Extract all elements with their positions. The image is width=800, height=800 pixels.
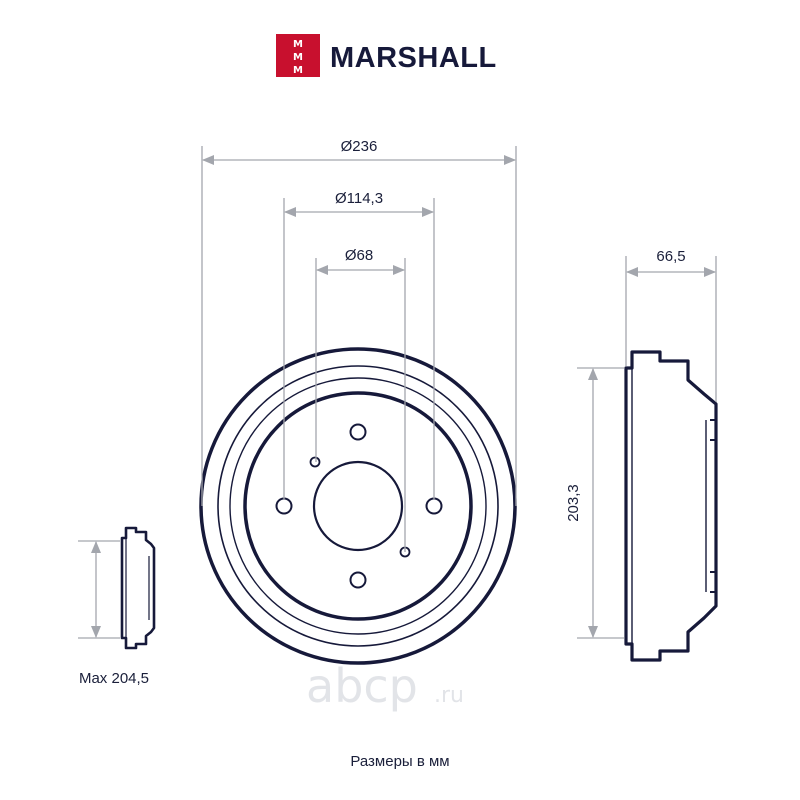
drum-small-side-view: Max 204,5	[78, 526, 156, 687]
inner-diameter-label: 203,3	[565, 484, 582, 522]
logo-letter-3: M	[293, 65, 303, 76]
center-bore-label: Ø68	[345, 247, 373, 264]
drum-rim-ring	[217, 365, 499, 647]
bolt-hole-bottom	[349, 571, 367, 589]
side-view-dimensions: 66,5 203,3	[565, 248, 717, 639]
watermark-suffix: .ru	[434, 683, 464, 708]
small-drum-profile	[120, 526, 156, 650]
brand-name: MARSHALL	[330, 42, 497, 74]
outer-diameter-label: Ø236	[341, 138, 378, 155]
units-caption: Размеры в мм	[350, 753, 449, 770]
bolt-hole-left	[275, 497, 293, 515]
logo-badge	[276, 34, 320, 77]
bolt-hole-right	[425, 497, 443, 515]
drum-outer-rim	[199, 347, 517, 665]
height-label: 66,5	[656, 248, 685, 265]
watermark-main: abcp	[306, 659, 418, 713]
drum-side-profile	[624, 350, 718, 662]
drum-inner-surface	[243, 391, 473, 621]
front-view-dimensions: Ø236 Ø114,3 Ø68	[201, 138, 517, 552]
max-diameter-label: Max 204,5	[79, 670, 149, 687]
locator-hole-1	[309, 456, 321, 468]
logo-letter-1: M	[293, 39, 303, 50]
watermark: abcp .ru	[306, 659, 464, 713]
drum-front-view	[199, 347, 517, 665]
bolt-circle-label: Ø114,3	[335, 190, 383, 207]
center-bore	[312, 460, 404, 552]
drum-side-view	[624, 350, 718, 662]
logo-letter-2: M	[293, 52, 303, 63]
drum-rim-ring-inner	[229, 377, 487, 635]
bolt-hole-top	[349, 423, 367, 441]
brand-logo: M M M MARSHALL	[276, 34, 497, 77]
